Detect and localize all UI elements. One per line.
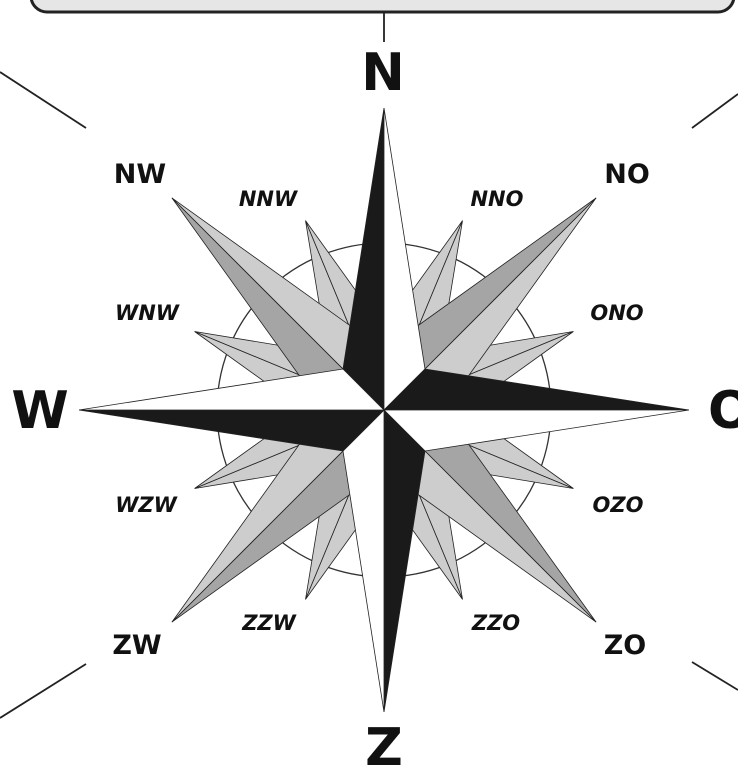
label-east: O	[708, 381, 738, 441]
top-frame	[31, 0, 734, 12]
cardinal-point-east-light-half	[384, 410, 689, 451]
cardinal-point-east-dark-half	[384, 369, 689, 410]
label-ozo: OZO	[593, 493, 644, 517]
label-wnw: WNW	[115, 301, 180, 325]
label-south: Z	[365, 718, 403, 768]
label-north: N	[361, 43, 405, 103]
cardinal-point-north-light-half	[384, 108, 425, 410]
cardinal-point-north-dark-half	[343, 108, 384, 410]
label-wzw: WZW	[115, 493, 177, 517]
cardinal-point-west-light-half	[79, 369, 384, 410]
label-nw: NW	[114, 159, 166, 190]
compass-points	[79, 108, 689, 712]
label-zzw: ZZW	[241, 611, 296, 635]
guide-line-ne	[692, 94, 738, 128]
cardinal-point-south-light-half	[343, 410, 384, 712]
cardinal-point-south-dark-half	[384, 410, 425, 712]
label-nno: NNO	[470, 187, 523, 211]
label-se: ZO	[604, 630, 647, 661]
cardinal-point-west-dark-half	[79, 410, 384, 451]
label-ono: ONO	[590, 301, 643, 325]
guide-line-nw	[0, 72, 86, 128]
guide-line-sw	[0, 664, 86, 718]
label-nnw: NNW	[239, 187, 298, 211]
label-ne: NO	[604, 159, 650, 190]
label-sw: ZW	[112, 630, 161, 661]
label-zzo: ZZO	[471, 611, 520, 635]
guide-line-se	[692, 662, 738, 690]
label-west: W	[11, 381, 68, 441]
